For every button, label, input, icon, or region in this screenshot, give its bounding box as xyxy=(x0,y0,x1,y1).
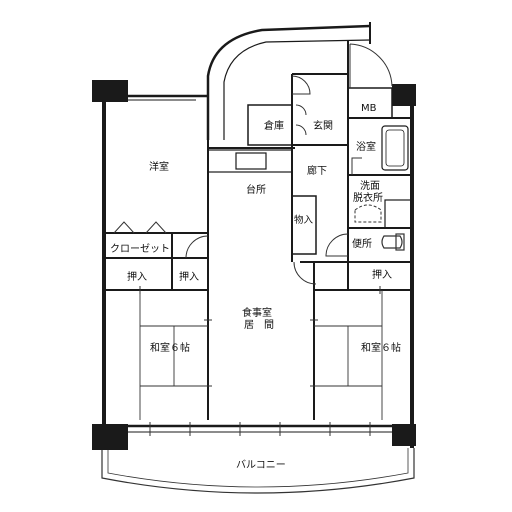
storage-closet-label: 物入 xyxy=(294,214,314,226)
oshiire-right-label: 押入 xyxy=(372,268,392,281)
pillars xyxy=(92,80,416,450)
washroom-label-1: 洗面 xyxy=(360,180,380,192)
japanese-room-left-label: 和室６帖 xyxy=(150,341,190,354)
washroom-label-2: 脱衣所 xyxy=(353,191,383,204)
bathroom-label: 浴室 xyxy=(356,140,376,153)
curved-wall xyxy=(206,22,371,140)
washbasin xyxy=(354,204,382,223)
tatami-right xyxy=(314,290,383,420)
outer-walls xyxy=(95,86,416,448)
interior-walls xyxy=(104,40,413,420)
entrance-label: 玄関 xyxy=(313,119,333,132)
balcony-label: バルコニー xyxy=(236,459,286,471)
dining-label-1: 食事室 xyxy=(242,306,272,319)
storeroom-label: 倉庫 xyxy=(264,119,284,132)
tatami-left xyxy=(139,290,208,420)
sliding-marks xyxy=(139,286,381,436)
western-room-label: 洋室 xyxy=(149,160,169,173)
balcony xyxy=(101,448,415,494)
doors xyxy=(113,43,393,285)
toilet-label: 便所 xyxy=(352,237,372,250)
closet-label: クローゼット xyxy=(110,243,170,255)
toilet-fixture xyxy=(381,233,405,251)
oshiire-left-2-label: 押入 xyxy=(179,270,199,283)
kitchen-label: 台所 xyxy=(246,183,266,196)
meter-box-label: MB xyxy=(361,103,377,114)
corridor-label: 廊下 xyxy=(307,164,327,177)
japanese-room-right-label: 和室６帖 xyxy=(361,341,401,354)
oshiire-left-1-label: 押入 xyxy=(127,270,147,283)
dining-label-2: 居 間 xyxy=(244,319,274,331)
